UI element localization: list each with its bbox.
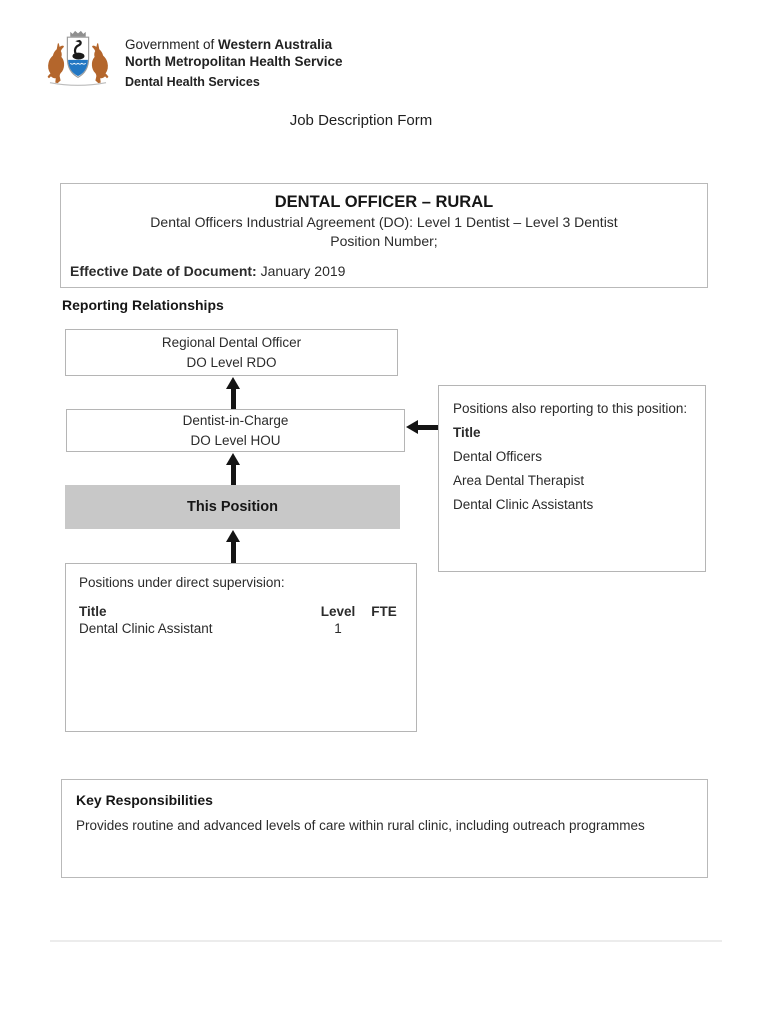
table-row-level: 1 — [334, 621, 342, 636]
page-divider-rule — [50, 940, 722, 942]
supervision-heading: Positions under direct supervision: — [79, 575, 285, 590]
key-responsibilities-box: Key Responsibilities Provides routine an… — [61, 779, 708, 878]
wa-coat-of-arms-icon — [42, 29, 114, 87]
arrow-left-also-reporting-to-dic — [406, 420, 438, 434]
org-box-this-position: This Position — [65, 485, 400, 529]
also-reporting-box: Positions also reporting to this positio… — [438, 385, 706, 572]
key-responsibilities-body: Provides routine and advanced levels of … — [76, 818, 645, 833]
effective-date: Effective Date of Document: January 2019 — [70, 263, 346, 279]
table-row-title: Dental Clinic Assistant — [79, 621, 213, 636]
health-service-line: North Metropolitan Health Service — [125, 53, 343, 69]
division-line: Dental Health Services — [125, 75, 260, 89]
position-title: DENTAL OFFICER – RURAL — [274, 193, 494, 211]
column-header-fte: FTE — [371, 604, 397, 619]
key-responsibilities-heading: Key Responsibilities — [76, 792, 213, 808]
arrow-up-supervision-to-this-position — [226, 530, 240, 563]
arrow-up-this-position-to-dic — [226, 453, 240, 485]
also-reporting-heading: Positions also reporting to this positio… — [453, 401, 688, 416]
agency-header: Government of Western Australia North Me… — [125, 37, 343, 91]
also-reporting-item: Dental Clinic Assistants — [453, 497, 594, 512]
government-line: Government of Western Australia — [125, 37, 333, 52]
industrial-agreement: Dental Officers Industrial Agreement (DO… — [150, 214, 618, 230]
also-reporting-item: Dental Officers — [453, 449, 543, 464]
column-header-level: Level — [320, 604, 356, 619]
supervision-table: Title Level FTE Dental Clinic Assistant … — [79, 604, 404, 636]
column-header-title: Title — [79, 604, 107, 619]
table-row-fte — [364, 621, 404, 636]
reporting-relationships-heading: Reporting Relationships — [62, 297, 224, 313]
position-number: Position Number; — [330, 232, 438, 249]
org-box-regional-dental-officer: Regional Dental Officer DO Level RDO — [65, 329, 398, 376]
form-title: Job Description Form — [289, 112, 433, 129]
also-reporting-item: Area Dental Therapist — [453, 473, 585, 488]
supervision-box: Positions under direct supervision: Titl… — [65, 563, 417, 732]
org-box-dentist-in-charge: Dentist-in-Charge DO Level HOU — [66, 409, 405, 452]
arrow-up-dic-to-regional — [226, 377, 240, 409]
position-title-box: DENTAL OFFICER – RURAL Dental Officers I… — [60, 183, 708, 288]
also-reporting-title-label: Title — [453, 425, 481, 440]
